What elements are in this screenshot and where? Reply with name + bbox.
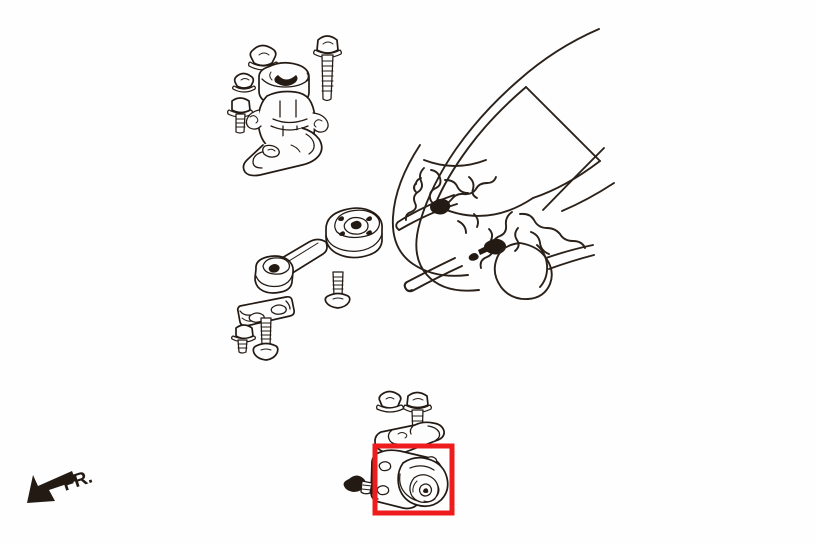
engine-mount-location-left: [404, 167, 425, 221]
mount-stud-right-tip: [468, 253, 479, 261]
bay-detail-line-a: [457, 220, 467, 234]
pillar-edge-lower: [561, 182, 615, 212]
mount-stud-right: [478, 245, 491, 255]
bay-detail-line-b: [473, 213, 479, 228]
mount-bracket-right-detail: [519, 212, 586, 249]
subframe-right-rail: [545, 244, 594, 259]
subframe-left-arm-lower: [398, 203, 458, 231]
flange-bolt-long-icon: [313, 35, 342, 102]
flange-nut-small-icon: [232, 72, 256, 93]
small-bushing-eye-icon: [254, 255, 294, 294]
plate-bolt-short-icon: [231, 324, 256, 354]
mount-bolt-left-head: [430, 198, 451, 215]
rear-mount-flange-nut-icon: [376, 390, 404, 413]
flange-bolt-short-icon: [227, 97, 253, 134]
large-bushing-hub-icon: [325, 207, 383, 259]
mount-bracket-left-arm: [468, 176, 478, 199]
windshield-outline: [434, 86, 527, 206]
component-torque-rod: [231, 207, 383, 361]
plate-bolt-long-icon: [252, 317, 279, 361]
cowl-top-edge: [423, 159, 487, 167]
subframe-crossmember: [403, 257, 463, 293]
reinforcement-plate-icon: [236, 295, 296, 327]
mount-base-plate: [242, 127, 323, 177]
mount-bracket-left-tab: [413, 177, 422, 193]
flange-nut-large-icon: [248, 44, 279, 71]
subframe-crossmember-cap: [403, 281, 413, 292]
mount-bracket-right-inner: [514, 227, 520, 252]
windshield-edge-right: [525, 86, 601, 162]
fr-arrow-icon: [27, 471, 76, 503]
mount-bracket-right-arm: [530, 231, 550, 255]
bay-detail-line-c: [488, 228, 494, 241]
front-fender-outline: [391, 144, 469, 277]
subframe-right-rail-lower: [548, 254, 595, 270]
transmission-housing-seam: [536, 244, 549, 288]
torque-rod-bolt-right-icon: [324, 271, 351, 309]
mount-bracket-left-inner: [444, 179, 469, 194]
highlight-rectangle: [372, 443, 455, 516]
hood-right-panel: [532, 160, 601, 199]
component-rear-engine-mount: [343, 390, 455, 516]
component-vehicle-outline: [391, 28, 615, 300]
rear-mount-side-stud-icon: [343, 475, 373, 495]
component-upper-engine-mount: [227, 35, 342, 177]
a-pillar-line: [542, 147, 605, 211]
orientation-marker: FR.: [27, 467, 95, 503]
subframe-left-cap: [395, 221, 400, 231]
hood-outline: [415, 28, 600, 292]
fr-label: FR.: [60, 467, 95, 496]
rear-mount-bushing-hub: [397, 456, 449, 508]
